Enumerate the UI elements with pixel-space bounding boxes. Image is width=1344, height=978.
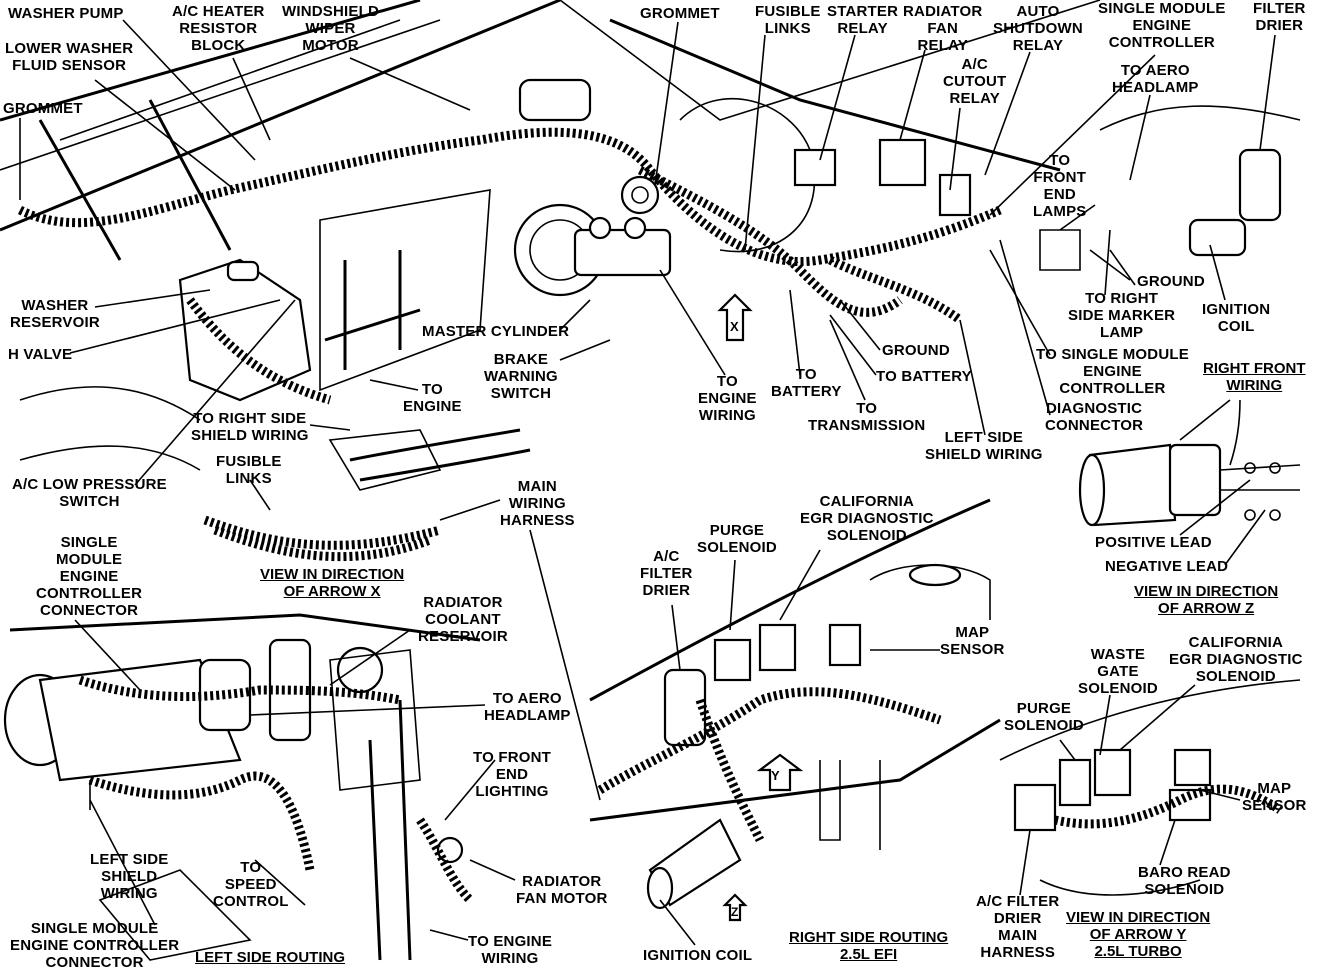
label-auto-shutdown-relay: AUTO SHUTDOWN RELAY	[993, 3, 1083, 54]
right-side-routing	[589, 498, 1001, 922]
label-ground-right: GROUND	[1137, 273, 1205, 290]
label-purge-solenoid-right: PURGE SOLENOID	[697, 522, 777, 556]
label-diagnostic-connector: DIAGNOSTIC CONNECTOR	[1045, 400, 1144, 434]
label-baro-read-solenoid: BARO READ SOLENOID	[1138, 864, 1231, 898]
label-lower-washer-fluid-sensor: LOWER WASHER FLUID SENSOR	[5, 40, 134, 74]
label-california-egr-solenoid-right: CALIFORNIA EGR DIAGNOSTIC SOLENOID	[800, 493, 934, 544]
label-grommet-left: GROMMET	[3, 100, 83, 117]
label-positive-lead: POSITIVE LEAD	[1095, 534, 1212, 551]
view-x-harness	[19, 386, 531, 562]
label-to-battery-1: TO BATTERY	[771, 366, 842, 400]
label-to-transmission: TO TRANSMISSION	[808, 400, 926, 434]
label-ignition-coil-right: IGNITION COIL	[643, 947, 753, 964]
arrow-z-letter: Z	[731, 905, 739, 919]
caption-view-arrow-z: VIEW IN DIRECTION OF ARROW Z	[1134, 583, 1279, 617]
caption-view-arrow-x: VIEW IN DIRECTION OF ARROW X	[260, 566, 405, 600]
arrow-x-letter: X	[730, 319, 739, 334]
caption-left-side-routing: LEFT SIDE ROUTING	[195, 949, 345, 966]
label-map-sensor-right: MAP SENSOR	[940, 624, 1005, 658]
label-smec-connector-lower: SINGLE MODULE ENGINE CONTROLLER CONNECTO…	[10, 920, 180, 971]
label-ac-heater-resistor-block: A/C HEATER RESISTOR BLOCK	[172, 3, 265, 54]
label-single-module-engine-controller: SINGLE MODULE ENGINE CONTROLLER	[1098, 0, 1226, 51]
label-washer-reservoir: WASHER RESERVOIR	[10, 297, 100, 331]
label-california-egr-solenoid-turbo: CALIFORNIA EGR DIAGNOSTIC SOLENOID	[1169, 634, 1303, 685]
label-radiator-fan-motor: RADIATOR FAN MOTOR	[516, 873, 608, 907]
label-negative-lead: NEGATIVE LEAD	[1105, 558, 1229, 575]
label-purge-solenoid-turbo: PURGE SOLENOID	[1004, 700, 1084, 734]
label-to-speed-control: TO SPEED CONTROL	[213, 859, 289, 910]
label-ac-low-pressure-switch: A/C LOW PRESSURE SWITCH	[12, 476, 167, 510]
label-right-front-wiring: RIGHT FRONT WIRING	[1203, 360, 1306, 394]
label-to-aero-headlamp: TO AERO HEADLAMP	[1112, 62, 1199, 96]
label-to-front-end-lamps: TO FRONT END LAMPS	[1033, 152, 1087, 220]
label-ac-cutout-relay: A/C CUTOUT RELAY	[943, 56, 1007, 107]
label-ac-filter-drier-main-harness: A/C FILTER DRIER MAIN HARNESS	[976, 893, 1060, 961]
label-to-engine: TO ENGINE	[403, 381, 462, 415]
label-ac-filter-drier: A/C FILTER DRIER	[640, 548, 693, 599]
label-radiator-coolant-reservoir: RADIATOR COOLANT RESERVOIR	[418, 594, 508, 645]
label-h-valve: H VALVE	[8, 346, 73, 363]
left-side-routing	[3, 613, 481, 961]
label-map-sensor-turbo: MAP SENSOR	[1242, 780, 1307, 814]
label-to-right-side-shield-wiring: TO RIGHT SIDE SHIELD WIRING	[191, 410, 309, 444]
label-radiator-fan-relay: RADIATOR FAN RELAY	[903, 3, 983, 54]
label-ignition-coil-top: IGNITION COIL	[1202, 301, 1271, 335]
engine-compartment-top-view	[0, 0, 1301, 405]
label-to-front-end-lighting: TO FRONT END LIGHTING	[473, 749, 551, 800]
label-grommet-center: GROMMET	[640, 5, 720, 22]
caption-right-side-routing: RIGHT SIDE ROUTING 2.5L EFI	[789, 929, 949, 963]
label-fusible-links-view-x: FUSIBLE LINKS	[216, 453, 282, 487]
label-to-right-side-marker-lamp: TO RIGHT SIDE MARKER LAMP	[1068, 290, 1176, 341]
view-y-turbo	[999, 679, 1301, 896]
arrow-y-letter: Y	[771, 768, 780, 783]
caption-view-arrow-y: VIEW IN DIRECTION OF ARROW Y 2.5L TURBO	[1066, 909, 1211, 960]
label-to-battery-2: TO BATTERY	[876, 368, 972, 385]
label-fusible-links: FUSIBLE LINKS	[755, 3, 821, 37]
label-to-aero-headlamp-left: TO AERO HEADLAMP	[484, 690, 571, 724]
label-waste-gate-solenoid: WASTE GATE SOLENOID	[1078, 646, 1158, 697]
label-left-side-shield-wiring-top: LEFT SIDE SHIELD WIRING	[925, 429, 1043, 463]
label-brake-warning-switch: BRAKE WARNING SWITCH	[484, 351, 558, 402]
leader-lines	[19, 19, 1276, 946]
label-windshield-wiper-motor: WINDSHIELD WIPER MOTOR	[282, 3, 379, 54]
view-z-ignition-coil	[1078, 399, 1301, 527]
label-to-engine-wiring-left: TO ENGINE WIRING	[468, 933, 553, 967]
label-left-side-shield-wiring-left: LEFT SIDE SHIELD WIRING	[90, 851, 169, 902]
label-washer-pump: WASHER PUMP	[8, 5, 124, 22]
label-to-single-module-engine-controller: TO SINGLE MODULE ENGINE CONTROLLER	[1036, 346, 1189, 397]
label-master-cylinder: MASTER CYLINDER	[422, 323, 570, 340]
label-smec-connector-upper: SINGLE MODULE ENGINE CONTROLLER CONNECTO…	[36, 534, 143, 619]
label-main-wiring-harness: MAIN WIRING HARNESS	[500, 478, 575, 529]
label-filter-drier: FILTER DRIER	[1253, 0, 1306, 34]
label-starter-relay: STARTER RELAY	[827, 3, 899, 37]
label-to-engine-wiring-top: TO ENGINE WIRING	[698, 373, 757, 424]
label-ground-center: GROUND	[882, 342, 950, 359]
